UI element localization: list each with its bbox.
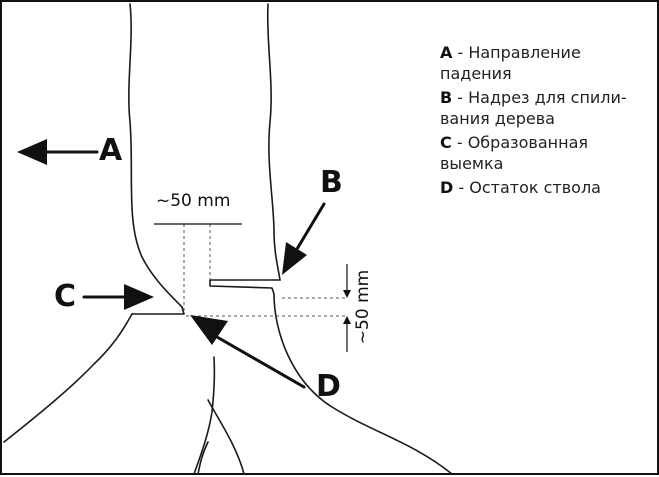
trunk-left-edge	[128, 3, 183, 308]
legend-text: - Надрез для спили-вания дерева	[440, 88, 627, 128]
arrow-d-shaft	[215, 335, 306, 389]
label-b: B	[320, 165, 343, 200]
legend-key: D	[440, 178, 454, 197]
legend-key: C	[440, 133, 452, 152]
legend-item-c: C - Образованная выемка	[440, 132, 655, 174]
dim-v-arrow-down	[343, 290, 351, 298]
stump-line-3	[197, 441, 209, 475]
legend-key: B	[440, 88, 453, 107]
arrow-d-head	[190, 315, 228, 345]
back-cut	[209, 279, 281, 295]
legend-text: - Направление падения	[440, 43, 581, 83]
stump-line-2	[207, 399, 245, 475]
legend-text: - Остаток ствола	[453, 178, 601, 197]
dimension-horizontal: ~50 mm	[156, 191, 231, 211]
legend: A - Направление падения B - Надрез для с…	[440, 42, 655, 201]
legend-item-d: D - Остаток ствола	[440, 177, 655, 198]
left-root	[3, 313, 133, 443]
legend-key: A	[440, 43, 453, 62]
dim-v-arrow-up	[343, 316, 351, 324]
arrow-a-head	[17, 139, 47, 165]
trunk-right-edge	[266, 3, 281, 281]
legend-item-a: A - Направление падения	[440, 42, 655, 84]
arrow-b-shaft	[292, 202, 326, 256]
stump-line-1	[193, 356, 216, 475]
right-root	[273, 293, 453, 475]
arrow-b-head	[282, 242, 307, 275]
legend-item-b: B - Надрез для спили-вания дерева	[440, 87, 655, 129]
label-a: A	[99, 133, 123, 168]
notch-floor	[131, 306, 185, 315]
arrow-c-head	[124, 284, 154, 310]
dimension-vertical: ~50 mm	[353, 269, 374, 345]
label-d: D	[316, 369, 341, 404]
legend-text: - Образованная выемка	[440, 133, 588, 173]
label-c: C	[54, 279, 77, 314]
